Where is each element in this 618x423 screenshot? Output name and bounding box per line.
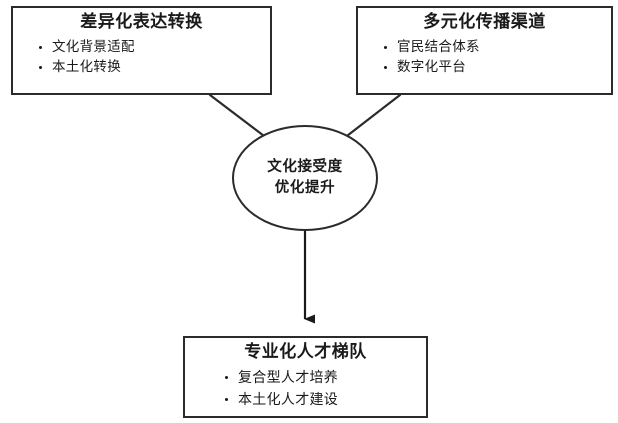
node-top-right-title: 多元化传播渠道 <box>423 12 546 32</box>
node-hub-line-2: 优化提升 <box>274 180 336 196</box>
list-item: 官民结合体系 <box>384 37 611 58</box>
node-bottom-list: 复合型人才培养 本土化人才建设 <box>185 367 426 412</box>
node-bottom-title: 专业化人才梯队 <box>244 342 367 362</box>
connector-top-left-to-hub <box>208 93 270 141</box>
node-top-left-list: 文化背景适配 本土化转换 <box>13 37 270 79</box>
node-top-right-list: 官民结合体系 数字化平台 <box>358 37 611 79</box>
connector-top-right-to-hub <box>341 93 402 141</box>
list-item: 本土化转换 <box>39 57 270 78</box>
node-bottom: 专业化人才梯队 复合型人才培养 本土化人才建设 <box>183 336 428 418</box>
node-hub-line-1: 文化接受度 <box>267 158 343 175</box>
list-item: 本土化人才建设 <box>225 389 426 411</box>
node-top-left-title: 差异化表达转换 <box>80 12 203 32</box>
list-item: 复合型人才培养 <box>225 367 426 389</box>
node-top-left: 差异化表达转换 文化背景适配 本土化转换 <box>11 6 272 95</box>
node-hub-circle: 文化接受度 优化提升 <box>232 125 378 231</box>
list-item: 文化背景适配 <box>39 37 270 58</box>
node-top-right: 多元化传播渠道 官民结合体系 数字化平台 <box>356 6 613 95</box>
list-item: 数字化平台 <box>384 57 611 78</box>
